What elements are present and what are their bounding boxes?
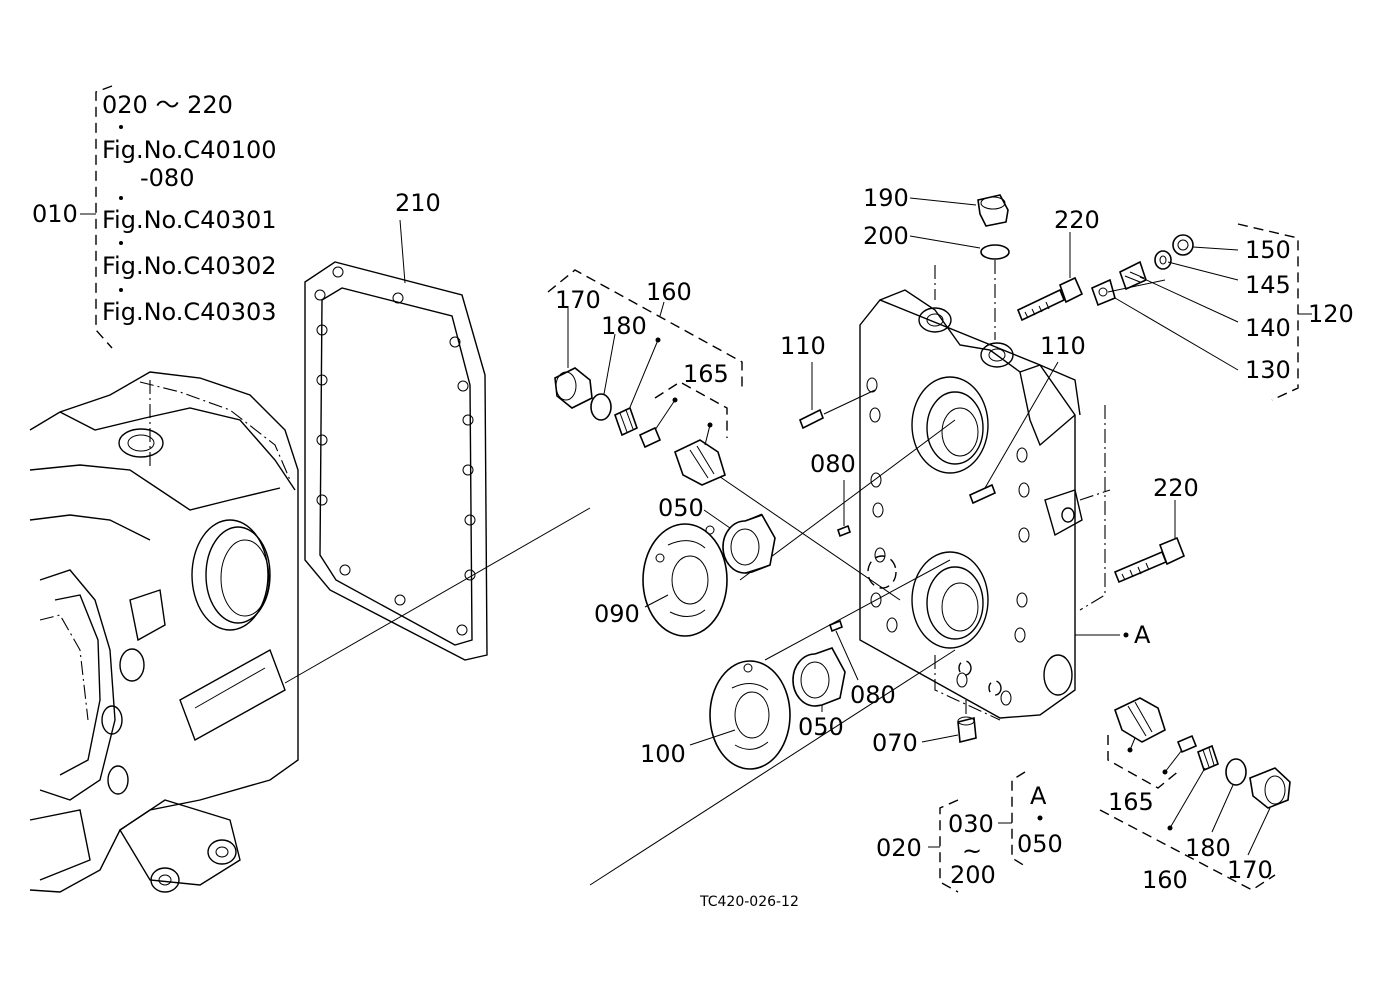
bushing-050-upper: 050 xyxy=(658,494,776,574)
fig-ref-c40303: Fig.No.C40303 xyxy=(102,298,277,326)
label-120: 120 xyxy=(1308,300,1354,328)
fig-ref-c40301: Fig.No.C40301 xyxy=(102,206,277,234)
label-165-upper: 165 xyxy=(683,360,729,388)
o-ring-200-top: 200 xyxy=(863,222,1010,340)
label-180-upper: 180 xyxy=(601,312,647,340)
label-010: 010 xyxy=(32,200,78,228)
label-080-upper: 080 xyxy=(810,450,856,478)
relief-valve-group-120: 120 150 145 140 130 xyxy=(1090,223,1354,401)
range-020-220: 020 ～ 220 xyxy=(102,91,233,119)
valve-group-upper: 160 165 170 180 xyxy=(547,269,743,486)
label-020: 020 xyxy=(876,834,922,862)
gasket-210: 210 xyxy=(304,189,488,661)
pin-110-left: 110 xyxy=(780,332,876,430)
label-110-right: 110 xyxy=(1040,332,1086,360)
label-030: 030 xyxy=(948,810,994,838)
label-080-lower: 080 xyxy=(850,681,896,709)
reference-list-010: 010 020 ～ 220 Fig.No.C40100 -080 Fig.No.… xyxy=(32,85,277,349)
label-160-lower: 160 xyxy=(1142,866,1188,894)
label-160-upper: 160 xyxy=(646,278,692,306)
label-170-upper: 170 xyxy=(555,286,601,314)
pin-080-upper: 080 xyxy=(810,450,856,538)
bushing-050-lower: 050 xyxy=(792,647,846,741)
label-180-lower: 180 xyxy=(1185,834,1231,862)
label-190: 190 xyxy=(863,184,909,212)
bolt-220-upper: 220 xyxy=(1016,206,1100,322)
side-plate-090: 090 xyxy=(594,523,728,637)
label-100: 100 xyxy=(640,740,686,768)
fig-ref-c40302: Fig.No.C40302 xyxy=(102,252,277,280)
label-165-lower: 165 xyxy=(1108,788,1154,816)
label-170-lower: 170 xyxy=(1227,856,1273,884)
pin-110-right: 110 xyxy=(968,332,1086,505)
fig-ref-c40100-suffix: -080 xyxy=(140,164,194,192)
plug-070: 070 xyxy=(872,700,977,757)
label-090: 090 xyxy=(594,600,640,628)
label-A-right: A xyxy=(1134,621,1151,649)
label-110-left: 110 xyxy=(780,332,826,360)
label-145: 145 xyxy=(1245,271,1291,299)
label-050-bracket: 050 xyxy=(1017,830,1063,858)
pin-080-lower: 080 xyxy=(829,619,896,709)
label-tilde: ~ xyxy=(962,837,982,865)
label-200-top: 200 xyxy=(863,222,909,250)
reference-bracket-020: 020 030 ~ 200 A 050 xyxy=(876,771,1063,893)
label-050-lower: 050 xyxy=(798,713,844,741)
label-130: 130 xyxy=(1245,356,1291,384)
label-070: 070 xyxy=(872,729,918,757)
label-A-bracket: A xyxy=(1030,782,1047,810)
label-220-upper: 220 xyxy=(1054,206,1100,234)
label-140: 140 xyxy=(1245,314,1291,342)
plug-190: 190 xyxy=(863,184,1009,227)
label-050-upper: 050 xyxy=(658,494,704,522)
side-plate-100: 100 xyxy=(640,660,791,770)
transmission-case xyxy=(29,371,299,893)
label-220-lower: 220 xyxy=(1153,474,1199,502)
figure-code: TC420-026-12 xyxy=(699,894,799,910)
fig-ref-c40100: Fig.No.C40100 xyxy=(102,136,277,164)
label-150: 150 xyxy=(1245,236,1291,264)
bolt-220-lower: 220 xyxy=(1113,474,1199,584)
pump-body xyxy=(859,265,1111,721)
valve-group-lower: 180 170 165 160 xyxy=(1099,697,1291,894)
label-200-bracket: 200 xyxy=(950,861,996,889)
label-210: 210 xyxy=(395,189,441,217)
